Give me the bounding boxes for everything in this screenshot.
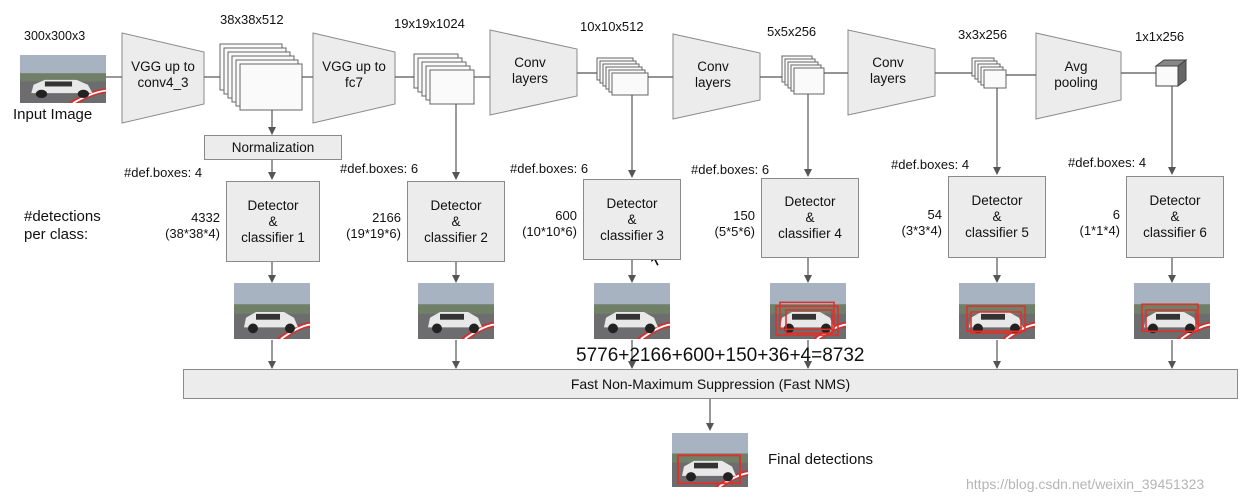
trapezoid-label-6: Avg pooling bbox=[1054, 59, 1098, 90]
trapezoid-vgg-conv4 bbox=[121, 32, 205, 124]
detection-count-3-formula: (10*10*6) bbox=[522, 224, 577, 239]
detection-thumbnail-4 bbox=[770, 283, 846, 339]
feature-size-1: 38x38x512 bbox=[220, 12, 284, 27]
detection-thumbnail-3 bbox=[594, 283, 670, 339]
final-detections-label: Final detections bbox=[768, 451, 874, 468]
detector-1-line2: & bbox=[268, 213, 278, 229]
feature-size-6: 1x1x256 bbox=[1135, 29, 1185, 44]
defboxes-label-3: #def.boxes: 6 bbox=[510, 161, 589, 176]
detection-count-4-formula: (5*5*6) bbox=[714, 224, 755, 239]
horizontal-connectors bbox=[106, 72, 1156, 78]
defboxes-label-4: #def.boxes: 6 bbox=[691, 162, 770, 177]
detector-3-line2: & bbox=[627, 211, 637, 227]
detector-4-line1: Detector bbox=[784, 194, 836, 209]
defboxes-label-5: #def.boxes: 4 bbox=[891, 157, 970, 172]
detection-thumbnail-5 bbox=[959, 283, 1035, 339]
detector-5-line3: classifier 5 bbox=[965, 225, 1029, 240]
input-image bbox=[20, 55, 106, 103]
detection-thumbnail-2 bbox=[418, 283, 494, 339]
feature-map-stack-1 bbox=[219, 43, 303, 111]
detector-2-line3: classifier 2 bbox=[424, 229, 488, 245]
feature-to-detector-arrows bbox=[268, 86, 1176, 180]
detector-1-line1: Detector bbox=[247, 197, 299, 213]
detector-4-line3: classifier 4 bbox=[778, 226, 842, 241]
input-size-label: 300x300x3 bbox=[24, 29, 86, 43]
fast-nms-box: Fast Non-Maximum Suppression (Fast NMS) bbox=[183, 369, 1238, 399]
detection-thumbnail-6 bbox=[1134, 283, 1210, 339]
detector-classifier-3: Detector & classifier 3 bbox=[583, 179, 681, 260]
detection-thumbnail-1 bbox=[234, 283, 310, 339]
detection-count-3-value: 600 bbox=[555, 208, 577, 223]
trapezoid-vgg-fc7 bbox=[312, 32, 396, 124]
feature-map-stack-5 bbox=[971, 57, 1007, 89]
defboxes-label-1: #def.boxes: 4 bbox=[124, 165, 203, 180]
detection-count-6-value: 6 bbox=[1112, 207, 1120, 222]
detector-4-line2: & bbox=[805, 210, 815, 225]
detector-3-line1: Detector bbox=[606, 195, 658, 211]
detections-per-class-label: #detections per class: bbox=[24, 208, 101, 243]
detector-2-line1: Detector bbox=[430, 197, 482, 213]
detection-count-2-formula: (19*19*6) bbox=[346, 226, 401, 241]
detection-count-4: 150 (5*5*6) bbox=[675, 208, 755, 240]
trapezoid-label-1: VGG up to conv4_3 bbox=[131, 59, 195, 90]
detector-5-line1: Detector bbox=[971, 193, 1023, 208]
detector-to-thumbnail-arrows bbox=[268, 257, 1176, 283]
detector-6-line2: & bbox=[1170, 209, 1180, 224]
final-detection-image bbox=[672, 433, 748, 487]
detection-count-1-formula: (38*38*4) bbox=[165, 226, 220, 241]
detection-count-6: 6 (1*1*4) bbox=[1040, 207, 1120, 239]
detection-count-5-formula: (3*3*4) bbox=[901, 223, 942, 238]
input-image-caption: Input Image bbox=[13, 106, 93, 123]
detection-count-4-value: 150 bbox=[733, 208, 755, 223]
detector-classifier-6: Detector & classifier 6 bbox=[1126, 176, 1224, 258]
detector-classifier-5: Detector & classifier 5 bbox=[948, 176, 1046, 258]
detector-classifier-1: Detector & classifier 1 bbox=[226, 181, 320, 262]
detection-count-3: 600 (10*10*6) bbox=[497, 208, 577, 240]
detection-count-6-formula: (1*1*4) bbox=[1079, 223, 1120, 238]
detector-classifier-4: Detector & classifier 4 bbox=[761, 178, 859, 258]
detection-count-5: 54 (3*3*4) bbox=[862, 207, 942, 239]
trapezoid-conv-1 bbox=[489, 29, 578, 116]
defboxes-label-6: #def.boxes: 4 bbox=[1068, 155, 1147, 170]
detector-3-line3: classifier 3 bbox=[600, 227, 664, 243]
feature-size-3: 10x10x512 bbox=[580, 19, 644, 34]
detector-6-line3: classifier 6 bbox=[1143, 225, 1207, 240]
detector-classifier-2: Detector & classifier 2 bbox=[407, 181, 505, 262]
detection-count-5-value: 54 bbox=[927, 207, 942, 222]
feature-size-2: 19x19x1024 bbox=[394, 16, 465, 31]
trapezoid-conv-2 bbox=[672, 33, 761, 120]
trapezoid-label-3: Conv layers bbox=[511, 55, 548, 86]
feature-map-stack-4 bbox=[781, 55, 825, 95]
feature-size-4: 5x5x256 bbox=[767, 24, 817, 39]
thumbnail-to-nms-arrows bbox=[268, 340, 1176, 369]
defboxes-label-2: #def.boxes: 6 bbox=[340, 161, 419, 176]
feature-map-cube-6 bbox=[1154, 59, 1188, 87]
trapezoid-conv-3 bbox=[847, 29, 936, 116]
feature-map-stack-3 bbox=[596, 57, 649, 96]
watermark: https://blog.csdn.net/weixin_39451323 bbox=[966, 476, 1205, 492]
detection-count-1: 4332 (38*38*4) bbox=[140, 210, 220, 242]
normalization-box: Normalization bbox=[204, 135, 342, 160]
trapezoid-avg-pooling bbox=[1035, 32, 1122, 120]
detector-6-line1: Detector bbox=[1149, 193, 1201, 208]
detector-2-line2: & bbox=[451, 213, 461, 229]
detection-count-2-value: 2166 bbox=[372, 210, 401, 225]
sum-equation: 5776+2166+600+150+36+4=8732 bbox=[576, 345, 865, 366]
detection-count-1-value: 4332 bbox=[191, 210, 220, 225]
detector-5-line2: & bbox=[992, 209, 1002, 224]
trapezoid-label-4: Conv layers bbox=[694, 59, 731, 90]
feature-map-stack-2 bbox=[413, 53, 475, 105]
detection-count-2: 2166 (19*19*6) bbox=[321, 210, 401, 242]
trapezoid-label-5: Conv layers bbox=[869, 55, 906, 86]
feature-size-5: 3x3x256 bbox=[958, 27, 1008, 42]
trapezoid-label-2: VGG up to fc7 bbox=[322, 59, 386, 90]
detector-1-line3: classifier 1 bbox=[241, 229, 305, 245]
